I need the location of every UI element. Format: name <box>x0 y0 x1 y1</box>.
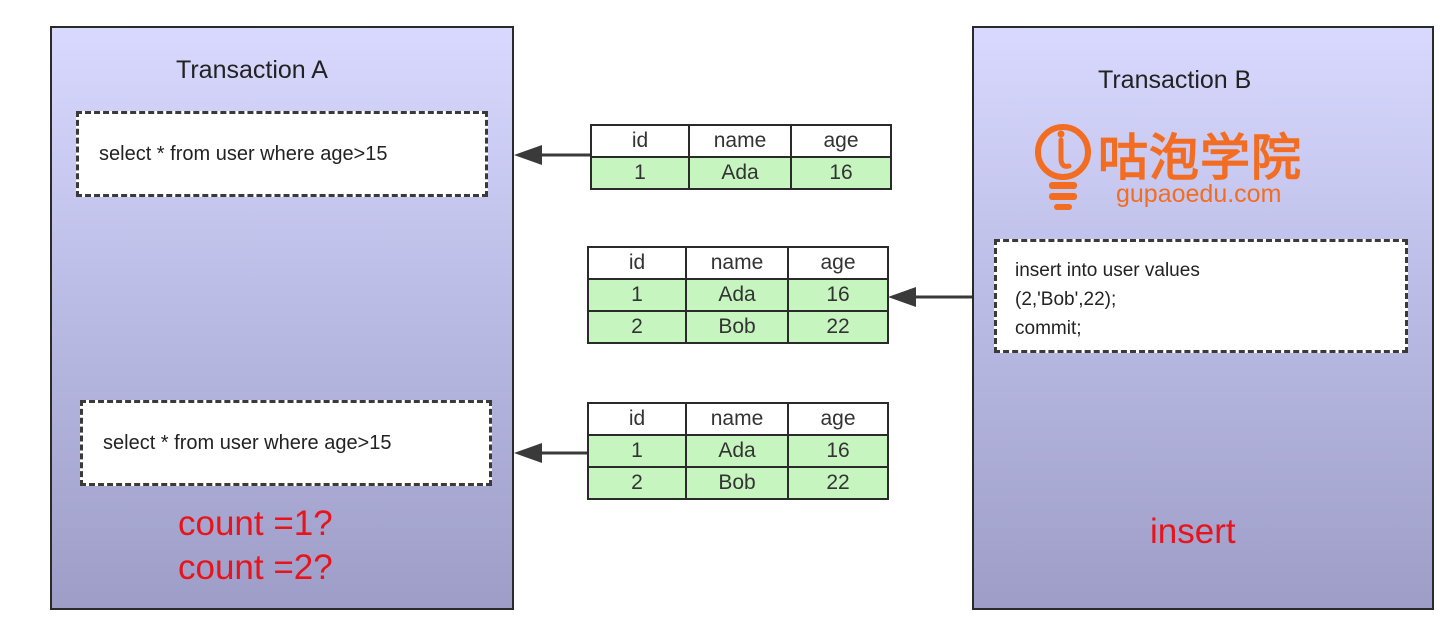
table-cell: Ada <box>685 278 789 312</box>
count-question-2: count =2? <box>178 548 333 587</box>
table-cell: Ada <box>685 434 789 468</box>
table-cell: 2 <box>587 310 687 344</box>
header-cell: age <box>787 246 889 280</box>
table-row: 2 Bob 22 <box>587 466 889 500</box>
insert-label: insert <box>1150 512 1236 551</box>
header-cell: age <box>790 124 892 158</box>
header-cell: age <box>787 402 889 436</box>
header-cell: name <box>685 402 789 436</box>
table-cell: 16 <box>790 156 892 190</box>
header-cell: name <box>688 124 792 158</box>
arrow-insert-to-table2 <box>888 287 972 307</box>
query-1-text: select * from user where age>15 <box>99 142 388 165</box>
table-cell: 22 <box>787 310 889 344</box>
table-row: 1 Ada 16 <box>587 278 889 312</box>
table-cell: 1 <box>587 278 687 312</box>
data-table-1: id name age 1 Ada 16 <box>590 124 892 190</box>
arrow-table1-to-query1 <box>514 145 590 165</box>
lightbulb-logo-icon <box>1035 124 1091 210</box>
table-header-row: id name age <box>587 246 889 280</box>
logo-chinese-text: 咕泡学院 <box>1098 129 1302 187</box>
query-box-2: select * from user where age>15 <box>80 400 492 486</box>
query-box-1: select * from user where age>15 <box>76 111 488 197</box>
transaction-a-title: Transaction A <box>176 56 328 84</box>
header-cell: id <box>587 402 687 436</box>
table-row: 2 Bob 22 <box>587 310 889 344</box>
logo-domain-text: gupaoedu.com <box>1116 180 1282 208</box>
table-row: 1 Ada 16 <box>587 434 889 468</box>
table-cell: 1 <box>587 434 687 468</box>
table-cell: 1 <box>590 156 690 190</box>
insert-statement-box: insert into user values (2,'Bob',22); co… <box>994 239 1408 353</box>
statement-line-3: commit; <box>1015 318 1082 339</box>
arrow-table3-to-query2 <box>514 443 587 463</box>
data-table-3: id name age 1 Ada 16 2 Bob 22 <box>587 402 889 500</box>
header-cell: id <box>590 124 690 158</box>
table-cell: Bob <box>685 310 789 344</box>
header-cell: id <box>587 246 687 280</box>
transaction-b-title: Transaction B <box>1098 66 1252 94</box>
statement-line-2: (2,'Bob',22); <box>1015 289 1117 310</box>
count-question-1: count =1? <box>178 504 333 543</box>
query-2-text: select * from user where age>15 <box>103 431 392 454</box>
table-row: 1 Ada 16 <box>590 156 892 190</box>
table-header-row: id name age <box>587 402 889 436</box>
table-cell: Bob <box>685 466 789 500</box>
table-cell: Ada <box>688 156 792 190</box>
data-table-2: id name age 1 Ada 16 2 Bob 22 <box>587 246 889 344</box>
table-header-row: id name age <box>590 124 892 158</box>
table-cell: 2 <box>587 466 687 500</box>
header-cell: name <box>685 246 789 280</box>
statement-line-1: insert into user values <box>1015 260 1200 281</box>
table-cell: 22 <box>787 466 889 500</box>
table-cell: 16 <box>787 434 889 468</box>
table-cell: 16 <box>787 278 889 312</box>
